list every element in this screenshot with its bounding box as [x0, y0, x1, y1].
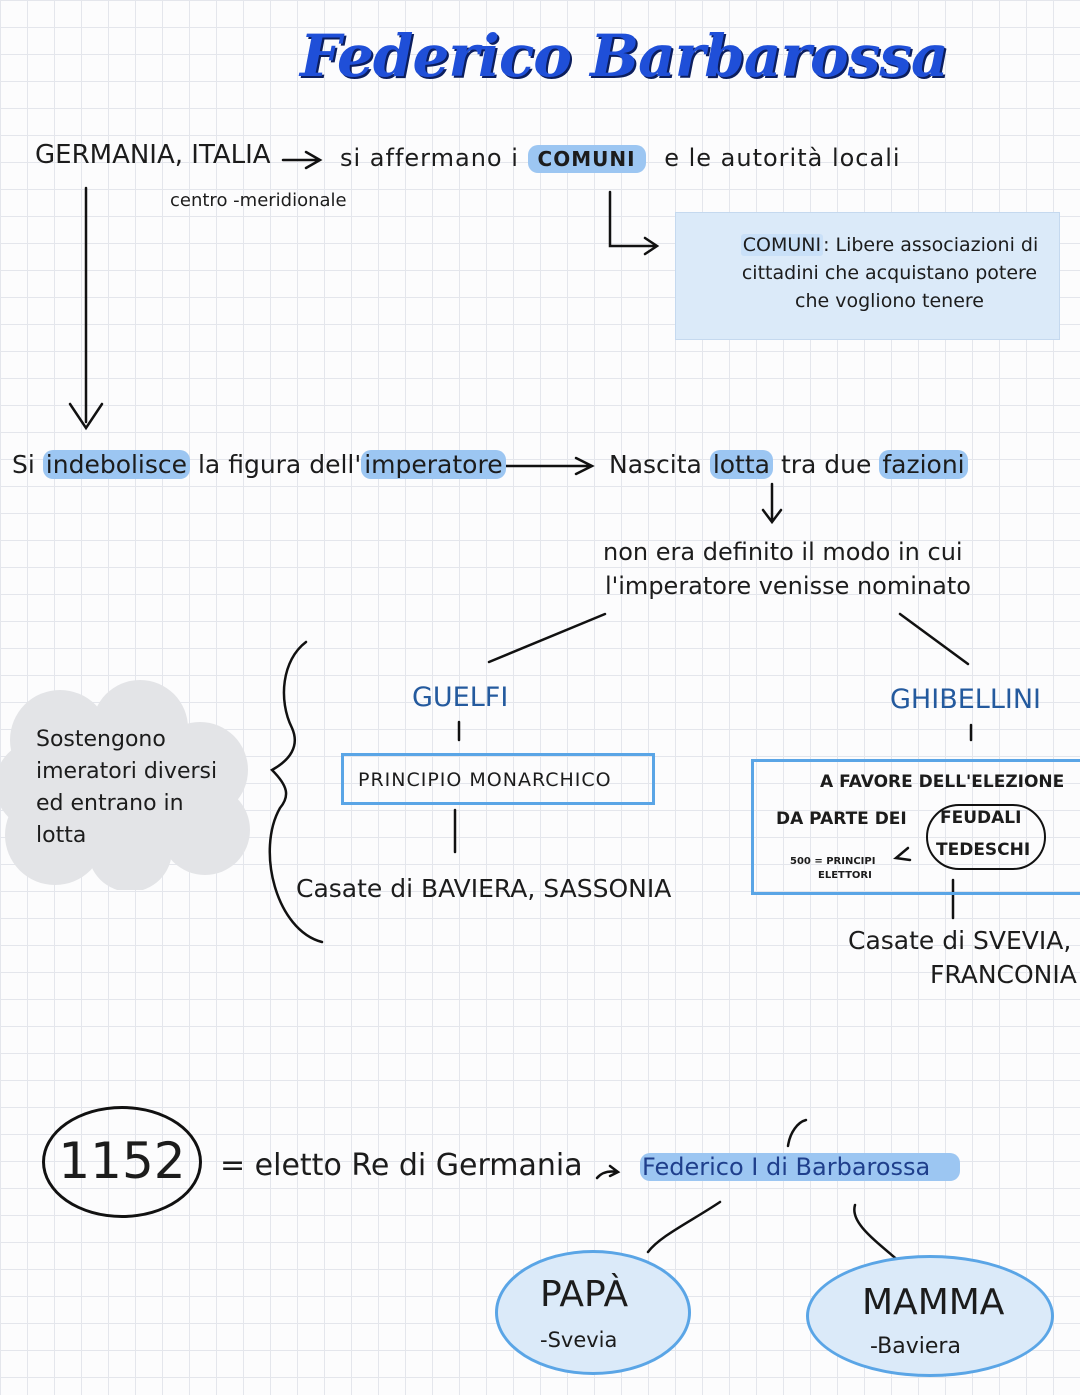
papa-house: -Svevia — [540, 1328, 618, 1352]
ghibellini-line-2: DA PARTE DEI — [776, 809, 907, 829]
arrow-right-icon — [595, 1164, 621, 1180]
principio-monarchico-box: PRINCIPIO MONARCHICO — [341, 753, 655, 805]
countries-label: GERMANIA, ITALIA — [35, 140, 271, 170]
arrow-right-icon — [281, 150, 323, 170]
comuni-definition-box: COMUNI: Libere associazioni di cittadini… — [675, 212, 1060, 340]
arrow-right-icon — [494, 456, 595, 476]
ghibellini-box — [751, 759, 1080, 895]
region-note: centro -meridionale — [170, 190, 347, 211]
si-text: Si — [12, 450, 35, 479]
arrow-down-icon — [761, 482, 783, 525]
cloud-text: Sostengono imeratori diversi ed entrano … — [36, 727, 218, 848]
guelfi-houses: Casate di BAVIERA, SASSONIA — [296, 874, 672, 903]
lotta-highlight: lotta — [709, 450, 773, 479]
affermano-text: si affermano i — [340, 144, 519, 172]
reason-line-2: l'imperatore venisse nominato — [605, 572, 971, 600]
ghibellini-line-1: A FAVORE DELL'ELEZIONE — [820, 772, 1065, 792]
feudali-oval — [926, 804, 1046, 870]
cloud-shape — [0, 680, 250, 890]
comuni-term: COMUNI — [740, 234, 824, 256]
event-text: = eletto Re di Germania — [220, 1148, 583, 1183]
brace-icon — [268, 640, 324, 944]
nascita-text: Nascita — [609, 450, 702, 479]
lotta-sentence: Nascita lotta tra due fazioni — [609, 450, 968, 479]
hook-arrow-icon — [608, 190, 660, 256]
federico-highlight: Federico I di Barbarossa — [640, 1153, 961, 1181]
elettori-note-1: 500 = PRINCIPI — [790, 856, 876, 867]
ghibellini-label: GHIBELLINI — [890, 684, 1041, 715]
mamma-oval — [806, 1255, 1054, 1377]
ghibellini-houses-1: Casate di SVEVIA, — [848, 926, 1072, 955]
branch-line-right — [898, 612, 970, 666]
reason-line-1: non era definito il modo in cui — [603, 538, 963, 566]
arrow-down-icon — [68, 186, 104, 431]
comuni-definition: : Libere associazioni di cittadini che a… — [741, 234, 1039, 312]
mamma-house: -Baviera — [870, 1334, 961, 1359]
fazioni-highlight: fazioni — [879, 450, 968, 479]
ghibellini-houses-2: FRANCONIA — [930, 960, 1077, 989]
elettori-note-2: ELETTORI — [818, 870, 872, 881]
imperatore-highlight: imperatore — [361, 450, 506, 479]
comuni-highlight: COMUNI — [527, 145, 646, 173]
row1-text: si affermano i COMUNI e le autorità loca… — [340, 144, 901, 173]
indebolisce-highlight: indebolisce — [42, 450, 191, 479]
autorita-text: e le autorità locali — [664, 144, 901, 172]
papa-oval — [495, 1250, 691, 1375]
guelfi-label: GUELFI — [412, 682, 509, 713]
tedeschi-text: TEDESCHI — [936, 840, 1031, 860]
tra-due-text: tra due — [780, 450, 872, 479]
feudali-text: FEUDALI — [940, 808, 1022, 828]
year-oval: 1152 — [42, 1106, 202, 1218]
imperatore-sentence: Si indebolisce la figura dell'imperatore — [12, 450, 506, 479]
page-title: Federico Barbarossa — [300, 22, 949, 90]
federico-name: Federico I di Barbarossa — [640, 1153, 961, 1181]
papa-label: PAPÀ — [540, 1274, 629, 1315]
branch-line-left — [487, 612, 607, 664]
figura-text: la figura dell' — [197, 450, 362, 479]
mamma-label: MAMMA — [862, 1282, 1005, 1323]
